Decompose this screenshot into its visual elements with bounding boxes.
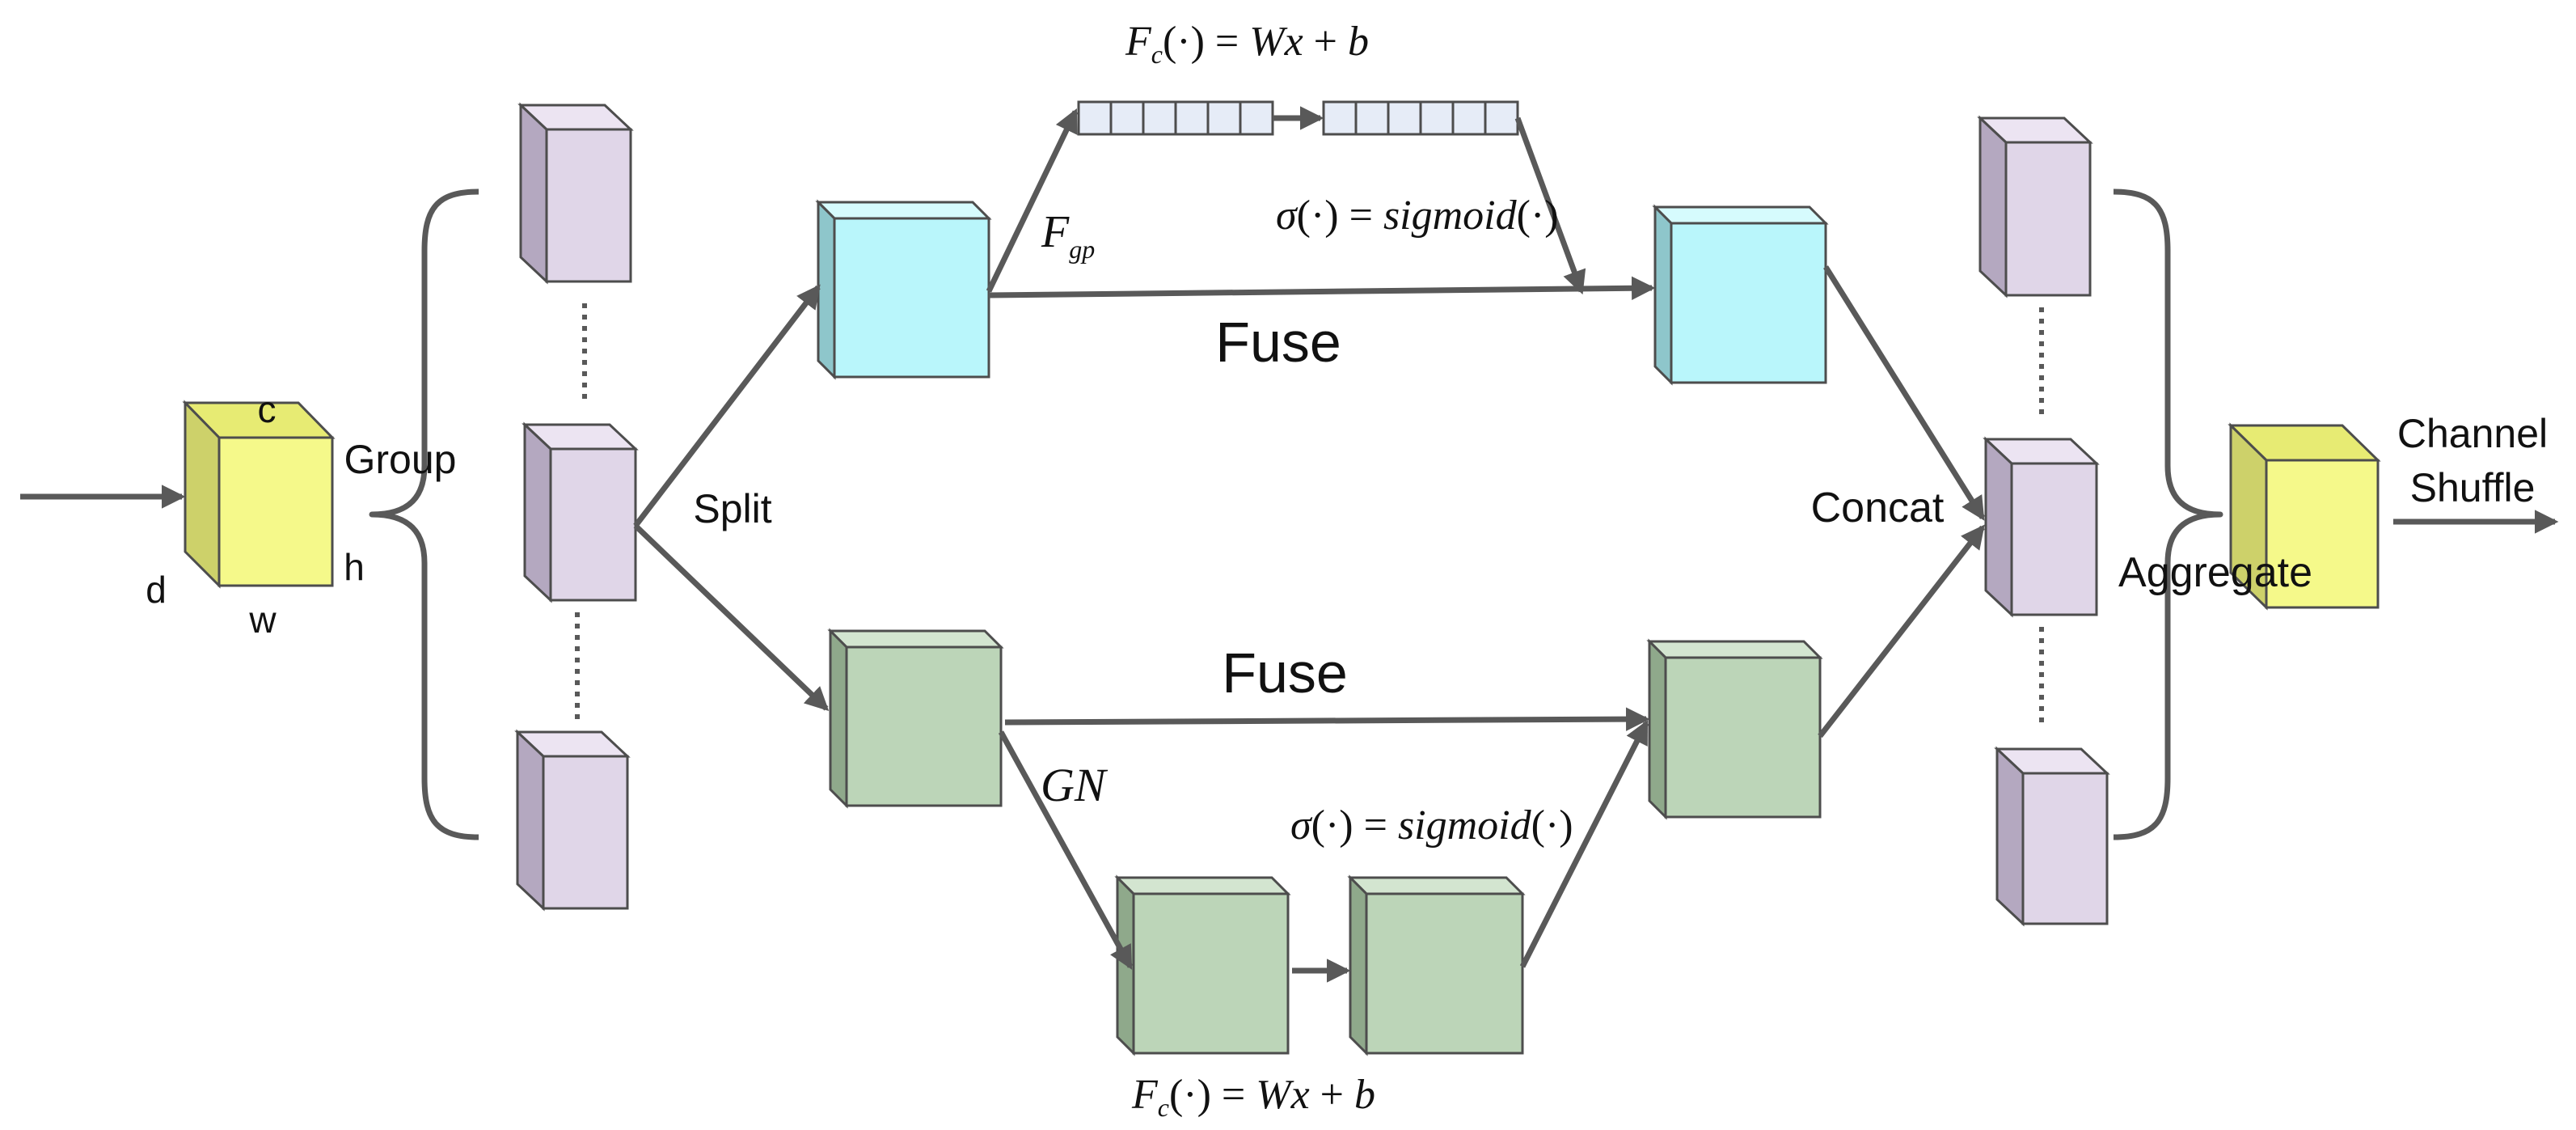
sigmoid-arrow-bottom [1519, 720, 1649, 968]
aggregate-brace [2113, 188, 2223, 840]
shuffle-label: Shuffle [2410, 465, 2536, 510]
gap-arrow [986, 108, 1079, 293]
sigmoid-formula-bottom: σ(·) = sigmoid(·) [1290, 802, 1573, 849]
concat-block-bottom [1994, 746, 2110, 927]
fc-formula-top: Fc(·) = Wx + b [1125, 19, 1369, 69]
group-block-middle [522, 421, 639, 603]
concat-label: Concat [1811, 485, 1945, 531]
group-label: Group [344, 437, 457, 482]
fuse-arrow-top [988, 276, 1656, 300]
channel-label: Channel [2397, 411, 2548, 456]
sigmoid-arrow-top [1514, 116, 1586, 295]
concat-arrow-top [1823, 265, 1985, 521]
input-h-label: h [344, 546, 365, 588]
aggregate-label: Aggregate [2118, 549, 2312, 596]
spatial-branch-block [827, 628, 1004, 809]
channel-branch-block [815, 199, 992, 380]
concat-block-middle [1983, 436, 2100, 618]
fuse-bottom-label: Fuse [1222, 641, 1348, 705]
fc-block [1347, 874, 1526, 1056]
channel-output-block [1652, 204, 1829, 386]
group-block-top [517, 102, 634, 285]
gn-formula: GN [1041, 759, 1109, 811]
concat-block-top [1977, 115, 2093, 298]
split-arrow-down [633, 523, 830, 712]
fc-formula-bottom: Fc(·) = Wx + b [1131, 1072, 1375, 1122]
group-brace [369, 188, 479, 840]
output-feature-block [2228, 422, 2381, 611]
fuse-top-label: Fuse [1215, 311, 1341, 374]
input-c-label: c [258, 388, 277, 430]
split-label: Split [693, 486, 771, 531]
gn-arrow [998, 730, 1134, 970]
fuse-arrow-bottom [1004, 707, 1650, 731]
fgp-formula: Fgp [1041, 207, 1095, 264]
gn-block [1114, 874, 1291, 1056]
gap-vector [1077, 100, 1274, 136]
split-arrow-up [633, 284, 821, 528]
group-block-bottom [514, 729, 631, 912]
fc-vector [1322, 100, 1519, 136]
concat-arrow-bottom [1818, 524, 1985, 739]
spatial-output-block [1646, 638, 1823, 820]
sigmoid-formula-top: σ(·) = sigmoid(·) [1276, 193, 1559, 239]
input-w-label: w [248, 599, 277, 641]
input-d-label: d [146, 569, 167, 611]
